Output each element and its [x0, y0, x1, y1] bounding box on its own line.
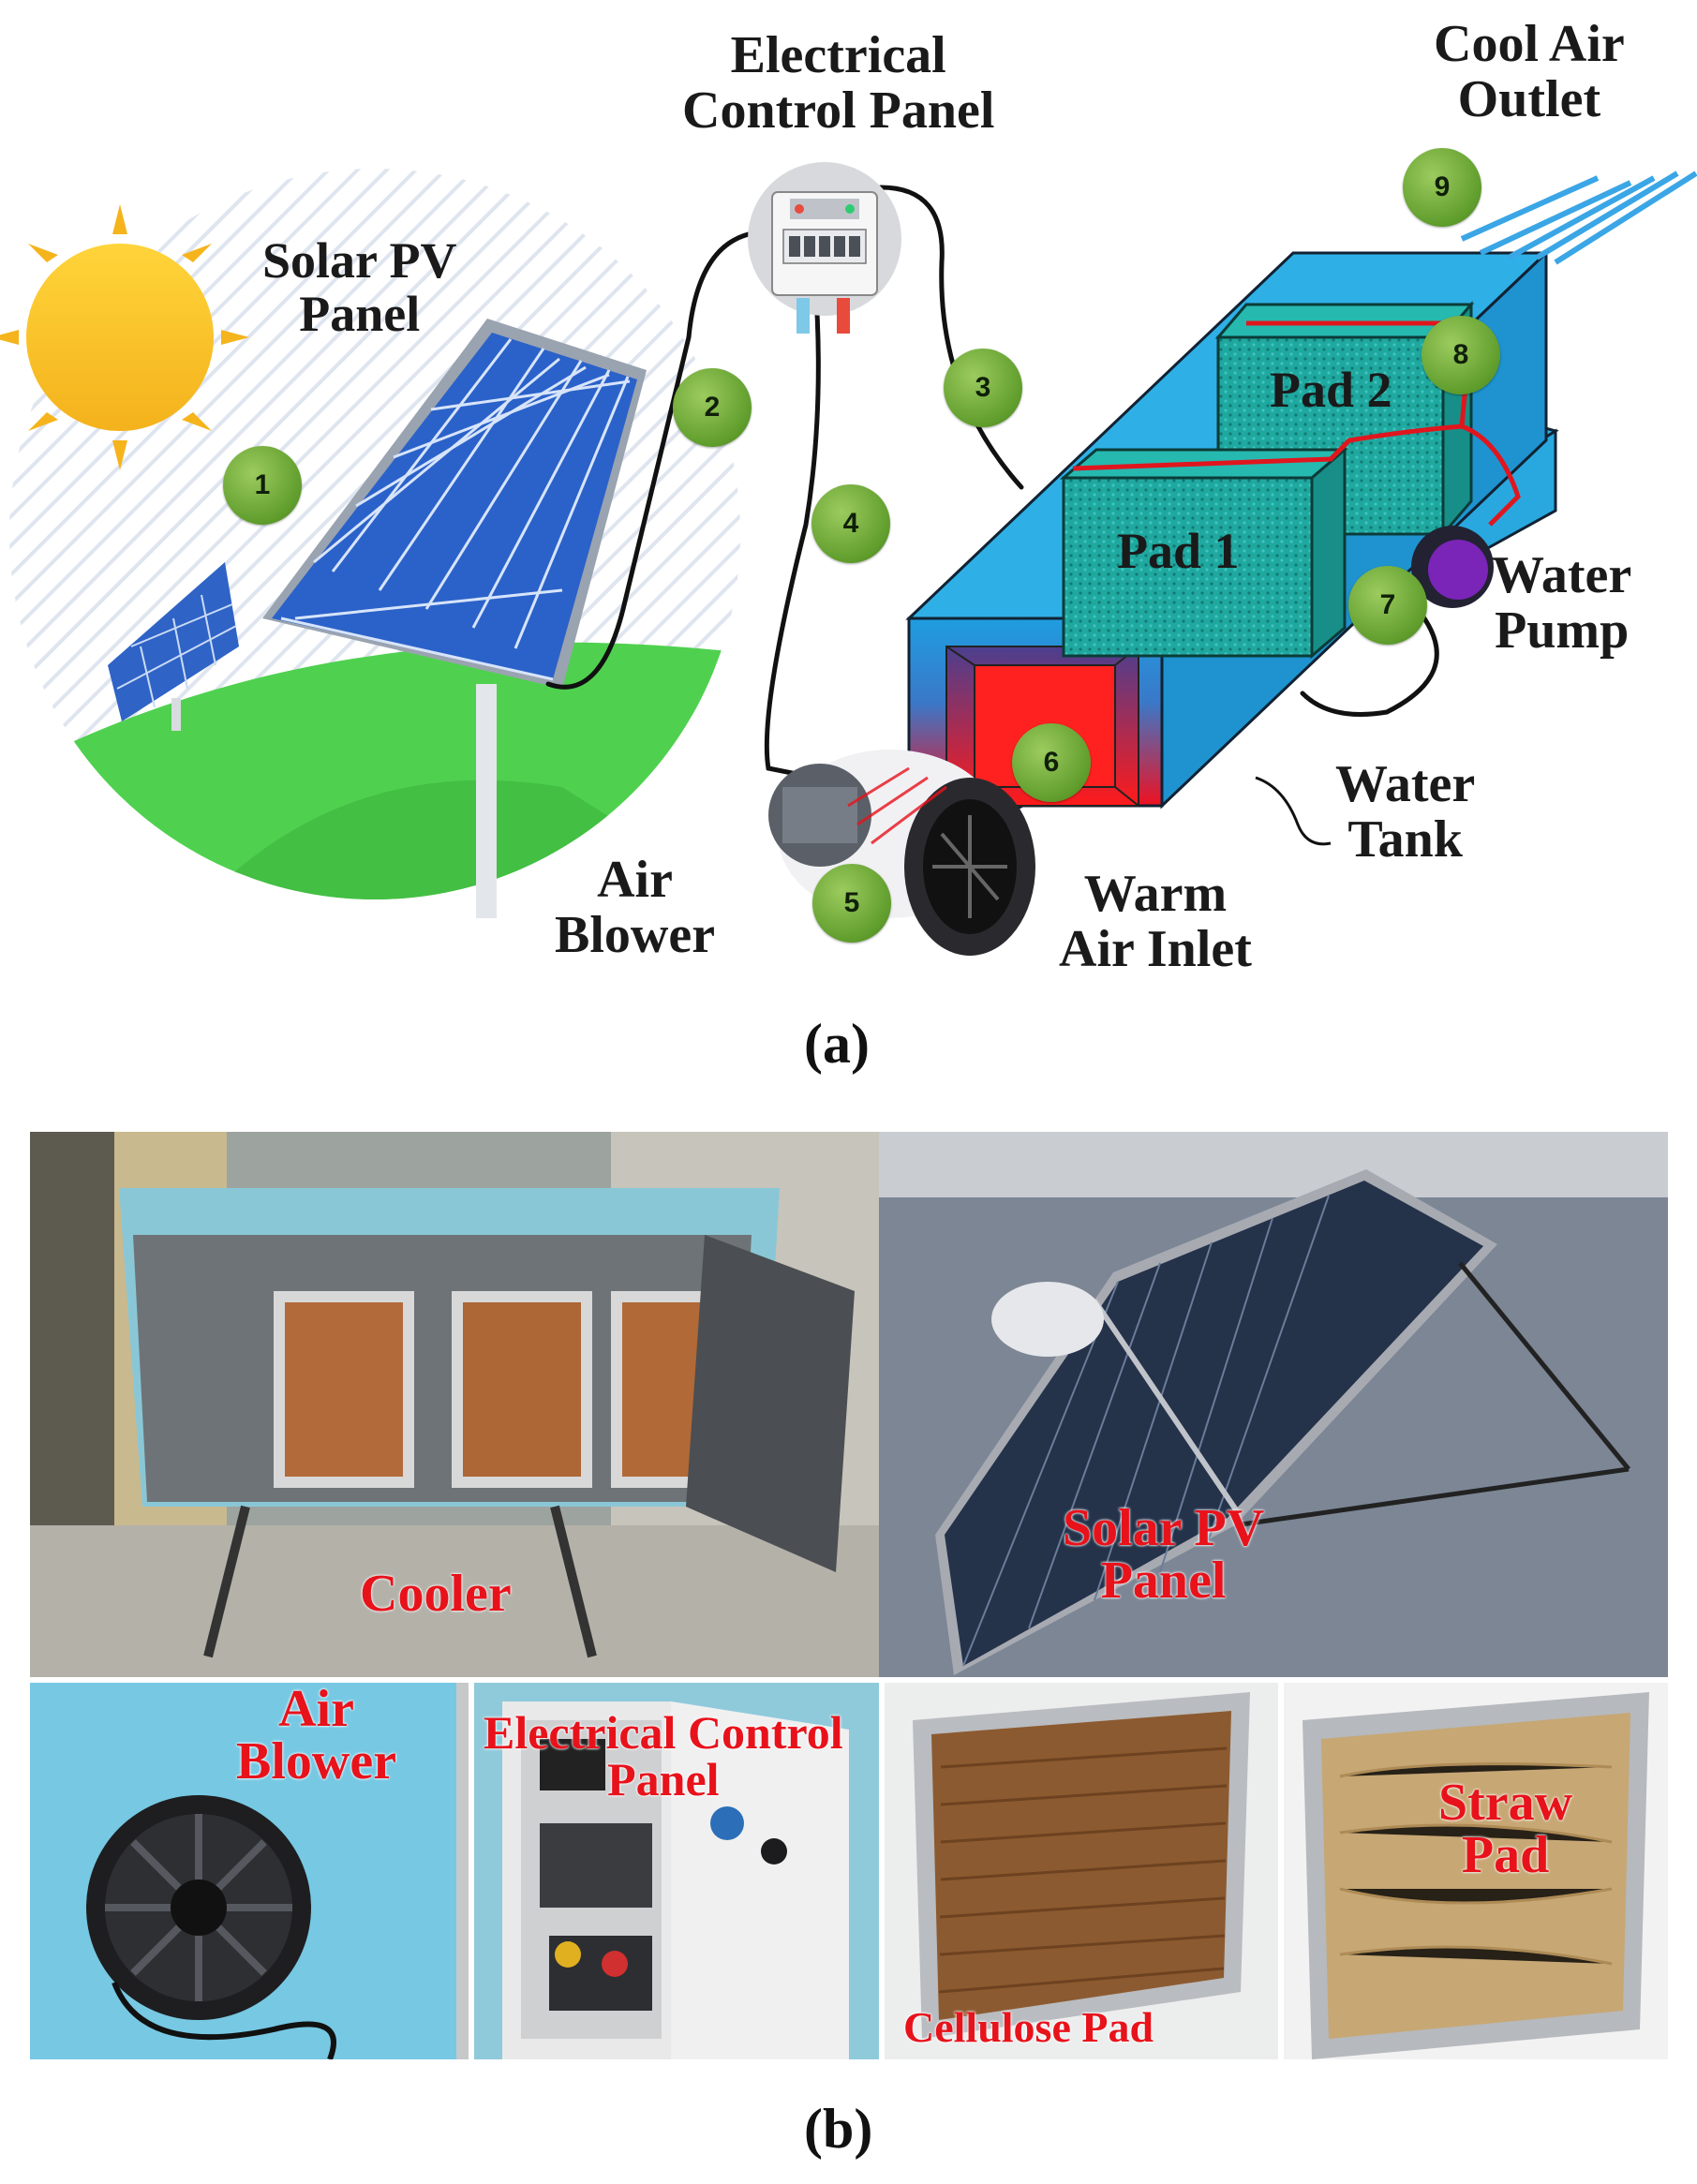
marker-5: 5 [812, 864, 891, 943]
caption-a: (a) [804, 1013, 870, 1075]
wiring [545, 185, 1439, 780]
marker-8: 8 [1422, 316, 1500, 394]
photo-cooler: Cooler [30, 1132, 879, 1677]
marker-7: 7 [1348, 566, 1427, 645]
cooler-schematic [897, 249, 1559, 850]
label-pad-2: Pad 2 [1270, 362, 1392, 418]
caption-b: (b) [804, 2098, 873, 2160]
marker-3: 3 [944, 349, 1022, 427]
small-solar-panel [108, 562, 239, 731]
label-cooler: Cooler [360, 1565, 512, 1623]
marker-2: 2 [673, 368, 752, 447]
schematic-drawing [0, 162, 1697, 956]
marker-6: 6 [1012, 723, 1091, 802]
cool-air-arrows [1460, 171, 1697, 265]
tank-leader [1255, 776, 1332, 846]
marker-9: 9 [1403, 148, 1481, 227]
photo-cellulose-pad: Cellulose Pad [885, 1683, 1278, 2059]
label-pad-1: Pad 1 [1117, 523, 1240, 579]
label-cellulose-pad: Cellulose Pad [903, 2003, 1154, 2051]
main-solar-panel [262, 319, 647, 918]
marker-1: 1 [223, 446, 302, 525]
marker-4: 4 [811, 484, 890, 563]
control-panel-icon [748, 162, 901, 334]
sun-icon [0, 204, 249, 470]
